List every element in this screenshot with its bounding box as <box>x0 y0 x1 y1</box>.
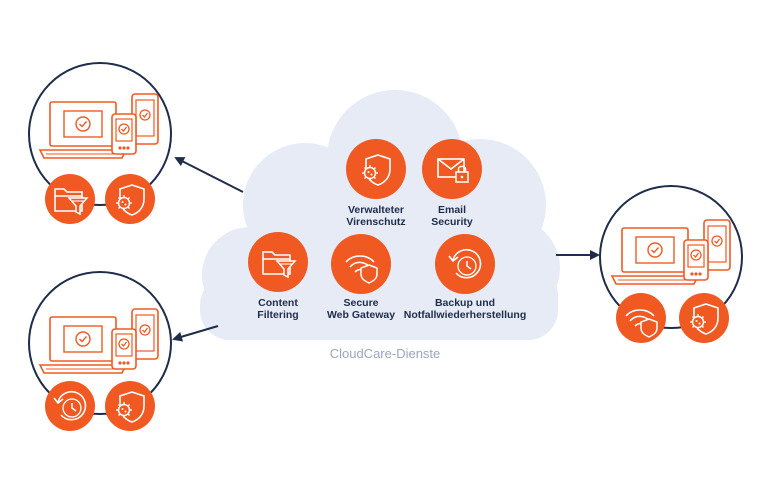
service-label-backup: Backup und Notfallwiederherstellung <box>395 297 535 321</box>
service-icon-email-security <box>422 139 482 199</box>
service-icon-content-filtering <box>248 232 308 292</box>
service-label-line1: Content <box>258 297 298 309</box>
client-badge-virus-shield <box>679 293 729 343</box>
client-badge-wifi-shield <box>616 293 666 343</box>
service-label-line1: Backup und <box>434 297 496 309</box>
service-icon-backup <box>435 234 495 294</box>
service-label-email-security: Email Security <box>407 204 497 228</box>
service-label-line1: Verwalteter <box>347 204 405 216</box>
client-badge-folder-filter <box>45 174 95 224</box>
service-icon-secure-web-gateway <box>331 234 391 294</box>
client-badge-backup-clock <box>45 381 95 431</box>
client-badge-virus-shield <box>105 174 155 224</box>
service-label-content-filtering: Content Filtering <box>233 297 323 321</box>
service-label-line2: Filtering <box>257 309 299 321</box>
service-label-verwalteter-virenschutz: Verwalteter Virenschutz <box>321 204 431 228</box>
service-label-line1: Email <box>437 204 466 216</box>
service-label-line2: Virenschutz <box>346 216 406 228</box>
arrow-to-client-top-left <box>174 157 244 193</box>
service-label-line2: Notfallwiederherstellung <box>403 309 527 321</box>
client-badge-virus-shield <box>105 381 155 431</box>
service-label-line2: Security <box>431 216 473 228</box>
service-label-secure-web-gateway: Secure Web Gateway <box>311 297 411 321</box>
service-icon-verwalteter-virenschutz <box>346 139 406 199</box>
service-label-line1: Secure <box>343 297 379 309</box>
client-top-left <box>28 62 172 224</box>
service-label-line2: Web Gateway <box>326 309 396 321</box>
arrow-to-client-bottom-left <box>172 325 219 342</box>
client-bottom-left <box>28 271 172 431</box>
client-right <box>599 185 743 343</box>
cloud-caption: CloudCare-Dienste <box>329 346 441 361</box>
